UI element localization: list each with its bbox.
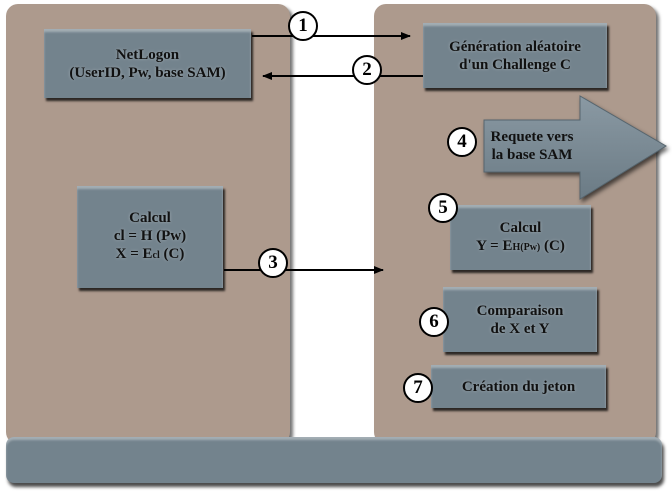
netlogon-box: NetLogon (UserID, Pw, base SAM) — [44, 29, 251, 98]
client-calcul-box: Calcul cl = H (Pw) X = Ecl (C) — [77, 186, 223, 288]
step-1-marker: 1 — [288, 11, 318, 41]
netlogon-title: NetLogon — [115, 46, 180, 63]
netlogon-params: (UserID, Pw, base SAM) — [69, 64, 226, 81]
step-3-marker: 3 — [258, 248, 288, 278]
comparaison-line2: de X et Y — [490, 320, 550, 337]
challenge-line1: Génération aléatoire — [449, 38, 581, 55]
step-7-marker: 7 — [403, 373, 433, 403]
jeton-label: Création du jeton — [461, 378, 576, 395]
sam-request-label: Requete vers la base SAM — [490, 129, 574, 163]
step-2-marker: 2 — [352, 55, 382, 85]
jeton-box: Création du jeton — [431, 365, 606, 408]
client-calcul-encrypt: X = Ecl (C) — [115, 246, 185, 262]
step-4-marker: 4 — [447, 127, 477, 157]
bottom-bar — [6, 437, 662, 483]
client-calcul-hash: cl = H (Pw) — [113, 228, 187, 244]
server-calcul-box: Calcul Y = EH(Pw) (C) — [450, 205, 591, 270]
server-calcul-encrypt: Y = EH(Pw) (C) — [476, 237, 565, 254]
step-5-marker: 5 — [428, 193, 458, 223]
challenge-line2: d'un Challenge C — [459, 56, 571, 73]
comparaison-box: Comparaison de X et Y — [443, 287, 597, 352]
challenge-box: Génération aléatoire d'un Challenge C — [423, 23, 607, 88]
comparaison-line1: Comparaison — [476, 302, 564, 319]
server-calcul-title: Calcul — [499, 219, 542, 236]
client-calcul-title: Calcul — [129, 210, 171, 226]
step-6-marker: 6 — [419, 307, 449, 337]
